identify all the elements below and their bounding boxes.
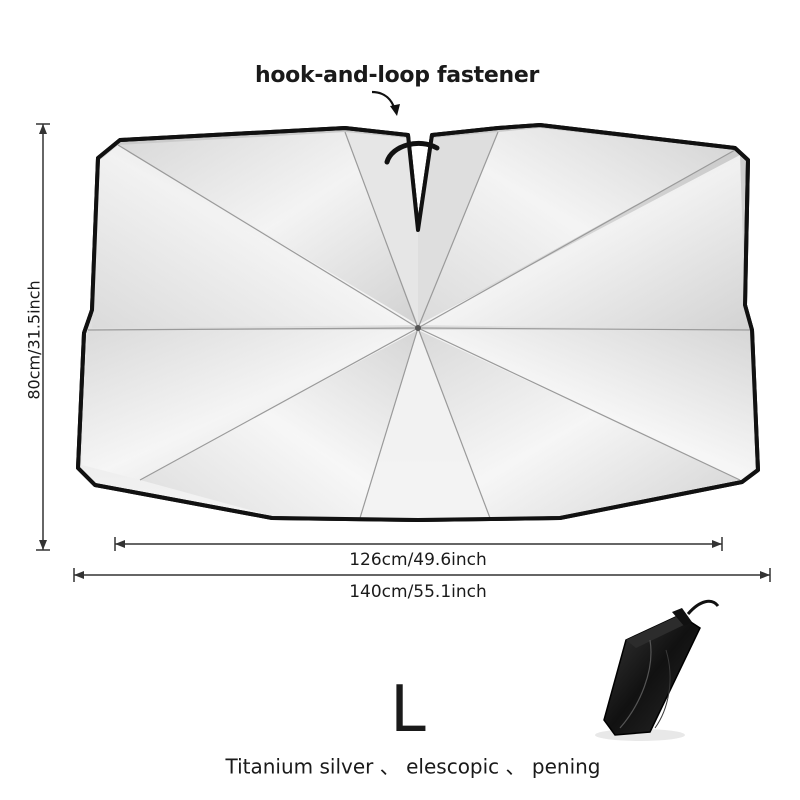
- outer-width-dimension-line: [73, 568, 771, 582]
- panel-bottom-center: [360, 330, 490, 518]
- sunshade: [76, 123, 760, 522]
- sunshade-outline: [76, 123, 760, 522]
- panel-left-lower: [82, 330, 418, 480]
- inner-width-label: 126cm/49.6inch: [349, 550, 487, 570]
- panel-right-upper: [418, 155, 752, 330]
- height-label: 80cm/31.5inch: [24, 280, 44, 400]
- panel-left-upper: [92, 145, 418, 328]
- hub: [415, 325, 421, 331]
- hook-and-loop-strap: [384, 140, 440, 165]
- fastener-label: hook-and-loop fastener: [255, 63, 539, 88]
- caption: Titanium silver 、 elescopic 、 pening: [225, 754, 601, 779]
- inner-width-dimension-line: [114, 537, 723, 551]
- storage-pouch-illustration: [595, 599, 720, 741]
- panel-bottom-left: [140, 330, 418, 518]
- size-label: L: [390, 673, 426, 747]
- panel-top-right: [418, 128, 735, 325]
- panel-bottom-right: [418, 330, 740, 518]
- ribs: [87, 131, 753, 519]
- panel-top-left: [118, 132, 418, 325]
- outer-width-label: 140cm/55.1inch: [349, 582, 487, 602]
